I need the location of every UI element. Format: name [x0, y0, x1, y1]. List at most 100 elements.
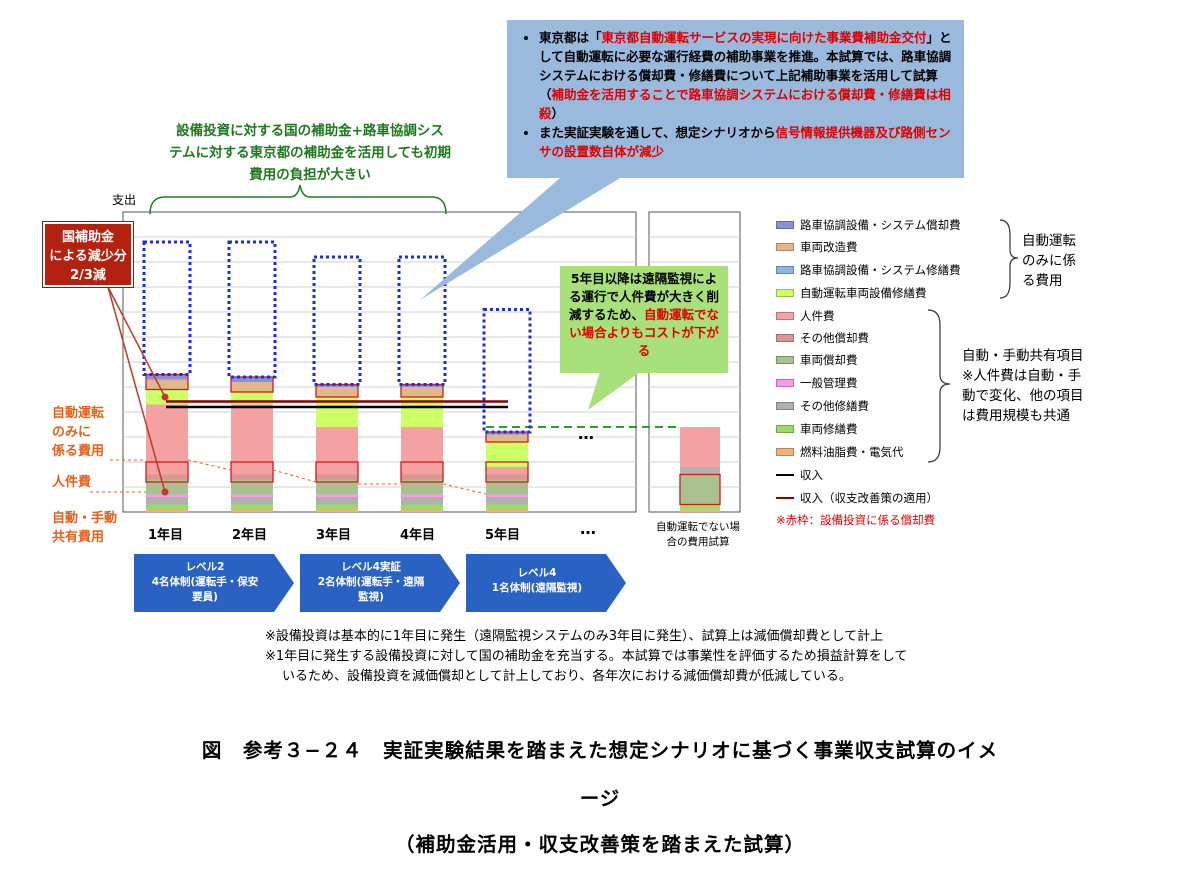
subsidy-reduction-box: 国補助金 による減少分 2/3減	[42, 221, 134, 288]
capex-outline	[142, 240, 192, 376]
note-3: いるため、設備投資を減価償却として計上しており、各年次における減価償却費が低減し…	[282, 669, 852, 684]
bar-segment	[486, 434, 528, 442]
bar-connector	[272, 469, 317, 483]
legend-swatch	[776, 266, 794, 274]
red-frame-lower	[400, 461, 444, 483]
x-tick-year2: 2年目	[232, 528, 268, 543]
legend-label: その他修繕費	[800, 399, 869, 413]
red-frame-upper	[315, 383, 359, 398]
capex-burden-text: 設備投資に対する国の補助金+路車協調シス テムに対する東京都の補助金を活用しても…	[168, 123, 451, 183]
legend-swatch	[776, 425, 794, 433]
red-frame-lower	[145, 461, 189, 483]
bar-segment	[316, 384, 358, 387]
bar-segment	[316, 504, 358, 510]
left-label-shared: 自動・手動 共有費用	[52, 511, 118, 545]
capex-outline	[397, 255, 447, 386]
x-tick-ellipsis: …	[580, 519, 596, 538]
bar-segment	[231, 504, 273, 510]
top-callout-pointer	[420, 178, 620, 300]
note-2: ※1年目に発生する設備投資に対して国の補助金を充当する。本試算では事業性を評価す…	[265, 649, 908, 664]
subsidy-pointer	[107, 286, 166, 398]
bar-segment	[316, 387, 358, 397]
phase-arrow-shape	[466, 554, 626, 612]
legend-item: 人件費	[776, 308, 835, 324]
baseline-bar-segment	[680, 504, 720, 510]
legend-label: 車両修繕費	[800, 422, 858, 436]
legend-item: 自動運転車両設備修繕費	[776, 285, 927, 301]
legend-item: 収入	[776, 467, 823, 483]
legend-item: 路車協調設備・システム修繕費	[776, 262, 961, 278]
legend-swatch	[776, 356, 794, 364]
separate-category-label: 自動運転でない場 合の費用試算	[656, 521, 740, 548]
bar-segment	[401, 479, 443, 495]
legend-label: 自動運転車両設備修繕費	[800, 286, 927, 300]
bar-segment	[486, 494, 528, 497]
caption-line-3: （補助金活用・収支改善策を踏まえた試算）	[394, 833, 805, 856]
phase-arrow-shape	[134, 554, 294, 612]
legend-item: 車両修繕費	[776, 421, 858, 437]
note-1: ※設備投資は基本的に1年目に発生（遠隔監視システムのみ3年目に発生）、試算上は減…	[265, 629, 884, 644]
bar-segment	[316, 509, 358, 512]
legend-swatch	[776, 334, 794, 342]
baseline-bar-segment	[680, 474, 720, 505]
baseline-red-frame	[679, 473, 721, 506]
x-tick-year1: 1年目	[148, 528, 184, 543]
legend-label: 燃料油脂費・電気代	[800, 445, 904, 459]
bar-segment	[146, 404, 188, 475]
bar-segment	[486, 497, 528, 505]
legend-label: 一般管理費	[800, 376, 858, 390]
caption-line-2: ージ	[579, 787, 621, 810]
bar-segment	[231, 404, 273, 475]
legend-item: 車両改造費	[776, 239, 858, 255]
bar-segment	[486, 479, 528, 495]
legend-swatch	[776, 448, 794, 456]
bar-segment	[146, 504, 188, 510]
top-callout-bullet-1: 東京都は「東京都自動運転サービスの実現に向けた事業費補助金交付」として自動運転に…	[539, 28, 952, 123]
bar-segment	[146, 379, 188, 390]
legend-group-auto-label: 自動運転のみに係る費用	[1022, 233, 1076, 289]
legend-swatch	[776, 289, 794, 297]
bar-segment	[486, 467, 528, 475]
legend-label: 路車協調設備・システム修繕費	[800, 263, 961, 277]
legend-brace-shared	[927, 309, 951, 463]
capex-outline	[312, 255, 362, 386]
bar-segment	[316, 494, 358, 497]
bar-segment	[316, 474, 358, 480]
left-label-auto-only: 自動運転 のみに 係る費用	[52, 406, 105, 459]
bar-connector	[442, 483, 487, 495]
bar-segment	[231, 377, 273, 382]
legend-item: 収入（収支改善策の適用）	[776, 490, 938, 506]
legend-item: 路車協調設備・システム償却費	[776, 217, 961, 233]
bar-segment	[401, 497, 443, 505]
bar-segment	[486, 474, 528, 480]
green-callout-pointer	[588, 372, 640, 410]
bar-segment	[316, 497, 358, 505]
subsidy-pointer	[107, 286, 166, 493]
bar-segment	[231, 497, 273, 505]
legend-item: 燃料油脂費・電気代	[776, 444, 904, 460]
legend-label: 収入	[800, 468, 823, 482]
bar-segment	[316, 479, 358, 495]
bar-segment	[401, 474, 443, 480]
legend-item: その他償却費	[776, 330, 869, 346]
top-callout: 東京都は「東京都自動運転サービスの実現に向けた事業費補助金交付」として自動運転に…	[507, 20, 964, 178]
bar-segment	[146, 497, 188, 505]
legend-swatch	[776, 474, 794, 476]
x-tick-year4: 4年目	[400, 528, 436, 543]
left-label-personnel: 人件費	[52, 475, 92, 490]
bar-segment	[401, 427, 443, 475]
year5-callout: 5年目以降は遠隔監視による運行で人件費が大きく削減するため、自動運転でない場合よ…	[560, 266, 728, 373]
green-brace	[149, 184, 447, 215]
bar-segment	[231, 494, 273, 497]
legend-item: その他修繕費	[776, 398, 869, 414]
y-axis-label: 支出	[112, 193, 137, 207]
chart-ellipsis: …	[578, 424, 594, 443]
red-frame-upper	[400, 383, 444, 398]
legend-swatch	[776, 221, 794, 229]
legend-item: 車両償却費	[776, 352, 858, 368]
top-callout-bullet-2: また実証実験を通して、想定シナリオから信号情報提供機器及び路側センサの設置数自体…	[539, 123, 952, 161]
bar-segment	[486, 432, 528, 435]
subsidy-dot	[161, 393, 169, 401]
